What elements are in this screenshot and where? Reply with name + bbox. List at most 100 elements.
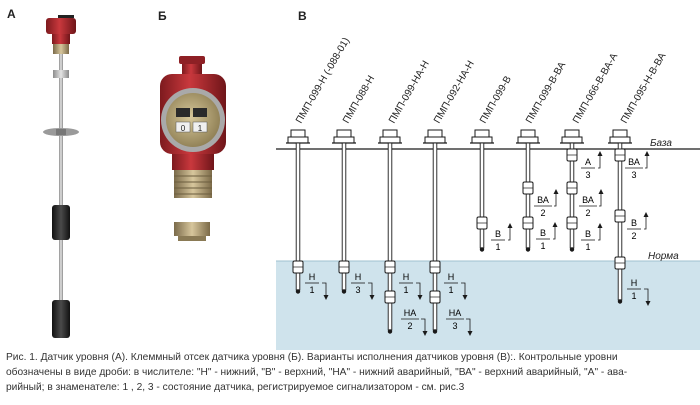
sensor-rod-5 <box>479 142 485 249</box>
fraction-num: Н <box>448 272 455 282</box>
arrow-down-icon <box>466 318 471 334</box>
fraction-den: 1 <box>585 242 590 252</box>
panel-v-label: В <box>298 9 307 23</box>
sensor-figure: А Б 0 1 В Баз <box>7 7 700 350</box>
fraction-num: В <box>631 218 637 228</box>
arrow-down-icon <box>416 282 421 298</box>
fraction-num: НА <box>449 308 462 318</box>
fraction-num: Н <box>355 272 362 282</box>
fraction-num: НА <box>404 308 417 318</box>
fraction-den: 1 <box>495 242 500 252</box>
fraction-den: 1 <box>309 285 314 295</box>
fraction-num: В <box>540 228 546 238</box>
fraction-den: 2 <box>585 208 590 218</box>
fraction-num: Н <box>309 272 316 282</box>
fraction-14: В 2 <box>627 212 649 241</box>
fraction-4: Н 1 <box>444 272 468 300</box>
fraction-13: ВА 3 <box>625 151 650 180</box>
sensor-head-2 <box>336 129 352 138</box>
fraction-den: 2 <box>407 321 412 331</box>
model-label-8: ПМП-095-Н-В-ВА <box>619 51 668 126</box>
fraction-den: 1 <box>540 241 545 251</box>
fraction-den: 1 <box>403 285 408 295</box>
model-label-3: ПМП-099-НА-Н <box>387 59 432 126</box>
arrow-up-icon <box>599 191 602 207</box>
fraction-num: В <box>585 229 591 239</box>
fraction-7: В 1 <box>491 223 513 252</box>
model-label-5: ПМП-099-В <box>478 74 514 125</box>
sensor-flange-5 <box>471 136 493 144</box>
fraction-6: НА 3 <box>446 308 473 336</box>
arrow-up-icon <box>508 225 511 241</box>
sensor-flange-3 <box>379 136 401 144</box>
model-label-7: ПМП-066-В-ВА-А <box>571 51 620 125</box>
arrow-up-icon <box>553 224 556 240</box>
fraction-num: Н <box>403 272 410 282</box>
level-fractions: Н 1 Н 3 Н 1 Н 1 НА <box>305 151 651 336</box>
sensor-tip-8 <box>617 299 623 304</box>
fraction-num: ВА <box>582 195 594 205</box>
fraction-den: 1 <box>631 291 636 301</box>
sensor-tip-4 <box>432 329 438 334</box>
sensor-tip-7 <box>569 247 575 252</box>
sensor-a-illustration <box>43 15 79 338</box>
panel-a-label: А <box>7 7 16 21</box>
water-area <box>276 261 700 350</box>
fraction-num: ВА <box>628 157 640 167</box>
sensor-variants <box>286 129 632 334</box>
model-label-1: ПМП-099-Н (-088-01) <box>294 36 352 126</box>
fraction-8: ВА 2 <box>534 189 559 218</box>
fraction-den: 3 <box>585 170 590 180</box>
arrow-up-icon <box>554 191 557 207</box>
fraction-num: А <box>585 157 591 167</box>
arrow-down-icon <box>644 288 649 304</box>
sensor-tip-1 <box>295 289 301 294</box>
arrow-up-icon <box>645 153 648 169</box>
arrow-down-icon <box>322 282 327 298</box>
fraction-num: Н <box>631 278 638 288</box>
sensor-tip-6 <box>525 247 531 252</box>
figure-caption: Рис. 1. Датчик уровня (А). Клеммный отсе… <box>6 350 696 395</box>
sensor-head-4 <box>427 129 443 138</box>
fraction-15: Н 1 <box>627 278 651 306</box>
fraction-11: ВА 2 <box>579 189 604 218</box>
sensor-head-1 <box>290 129 306 138</box>
base-level-label: База <box>650 138 672 149</box>
sensor-tip-2 <box>341 289 347 294</box>
fraction-9: В 1 <box>536 222 558 251</box>
fraction-num: В <box>495 229 501 239</box>
arrow-down-icon <box>421 318 426 334</box>
gauge-digit-1: 0 <box>181 124 186 133</box>
sensor-head-3 <box>382 129 398 138</box>
arrow-up-icon <box>598 225 601 241</box>
arrow-up-icon <box>598 153 601 169</box>
fraction-2: Н 3 <box>351 272 375 300</box>
fraction-den: 1 <box>448 285 453 295</box>
fraction-den: 2 <box>631 231 636 241</box>
sensor-head-5 <box>474 129 490 138</box>
arrow-down-icon <box>461 282 466 298</box>
caption-line-2: обозначены в виде дроби: в числителе: "Н… <box>6 367 628 378</box>
fraction-10: А 3 <box>581 151 603 180</box>
model-label-2: ПМП-088-Н <box>341 74 377 126</box>
caption-line-1: Рис. 1. Датчик уровня (А). Клеммный отсе… <box>6 352 618 363</box>
panel-b-label: Б <box>158 9 167 23</box>
sensor-head-7 <box>564 129 580 138</box>
fraction-den: 3 <box>355 285 360 295</box>
fraction-den: 3 <box>631 170 636 180</box>
fraction-5: НА 2 <box>401 308 428 336</box>
gauge-digit-2: 1 <box>198 124 203 133</box>
terminal-box-illustration <box>160 56 226 241</box>
fraction-den: 3 <box>452 321 457 331</box>
arrow-up-icon <box>644 214 647 230</box>
sensor-flange-2 <box>333 136 355 144</box>
sensor-head-6 <box>520 129 536 138</box>
arrow-down-icon <box>368 282 373 298</box>
fraction-1: Н 1 <box>305 272 329 300</box>
sensor-flange-6 <box>517 136 539 144</box>
fraction-12: В 1 <box>581 223 603 252</box>
sensor-flange-7 <box>561 136 583 144</box>
fraction-den: 2 <box>540 208 545 218</box>
sensor-flange-4 <box>424 136 446 144</box>
norm-level-label: Норма <box>648 251 679 262</box>
